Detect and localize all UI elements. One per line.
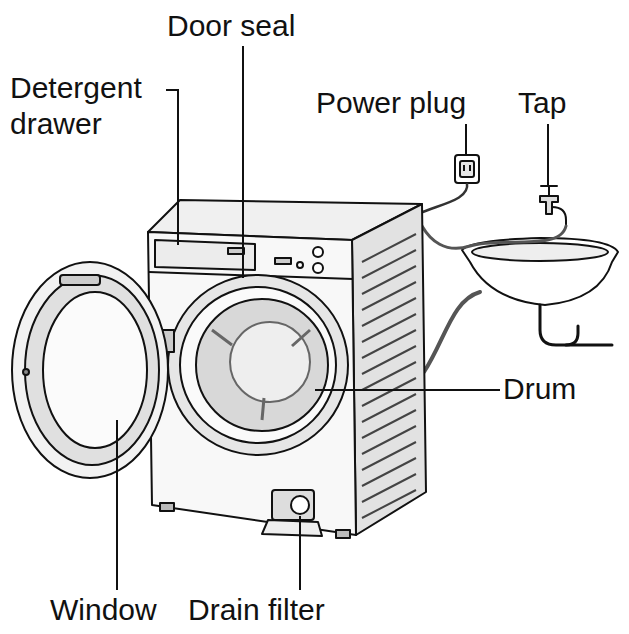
leader-line (547, 124, 549, 185)
control-button (313, 263, 323, 273)
machine-side (352, 204, 426, 535)
sink-basin (462, 238, 618, 305)
sink-group (422, 186, 618, 372)
part-label: Tap (518, 85, 566, 121)
door-seal-outer (168, 275, 348, 455)
leader-lines (117, 46, 548, 590)
machine-foot (336, 530, 350, 538)
leader-line (465, 124, 467, 156)
leader-line (116, 420, 118, 590)
power-plug (460, 161, 474, 177)
part-label: Detergent drawer (10, 70, 178, 142)
tap-spout (552, 207, 566, 226)
sink-trap (540, 305, 578, 345)
drain-filter-cover (272, 490, 314, 520)
machine-foot (160, 503, 174, 511)
door-seal-inner (180, 287, 336, 443)
part-label: Drum (503, 371, 576, 407)
drawer-handle (228, 248, 244, 254)
leader-line (242, 46, 244, 278)
part-label: Drain filter (188, 592, 325, 628)
socket-group (418, 155, 479, 214)
door-group (12, 262, 168, 478)
drain-hose (424, 292, 480, 372)
drum-lifters (212, 330, 310, 420)
leader-line (166, 90, 178, 245)
drain-flap (262, 520, 322, 536)
sink-rim (472, 243, 608, 261)
door-ring (25, 275, 159, 465)
part-label: Power plug (316, 85, 466, 121)
part-label: Window (50, 592, 157, 628)
drum-opening (196, 299, 328, 431)
door-window (43, 292, 147, 448)
display-slot (275, 258, 291, 264)
plug-pins (464, 165, 470, 171)
leader-line (299, 516, 301, 590)
tap-handle (541, 186, 557, 196)
machine-group (148, 200, 426, 538)
indicator-light (297, 262, 303, 268)
wall-socket (455, 155, 479, 183)
drum-back (230, 322, 310, 402)
door-latch (23, 369, 29, 375)
leader-line (315, 389, 500, 391)
side-louvers (362, 234, 416, 518)
inlet-hose (422, 226, 566, 248)
detergent-drawer (155, 240, 255, 270)
tap-body (540, 196, 558, 214)
part-label: Door seal (167, 8, 295, 44)
power-cord (418, 183, 467, 214)
door-handle (60, 275, 100, 285)
door-frame (12, 262, 168, 478)
sink-drain-pipe (566, 344, 612, 347)
machine-front (148, 232, 356, 535)
drain-filter-cap (291, 496, 309, 514)
control-knob (313, 247, 323, 257)
